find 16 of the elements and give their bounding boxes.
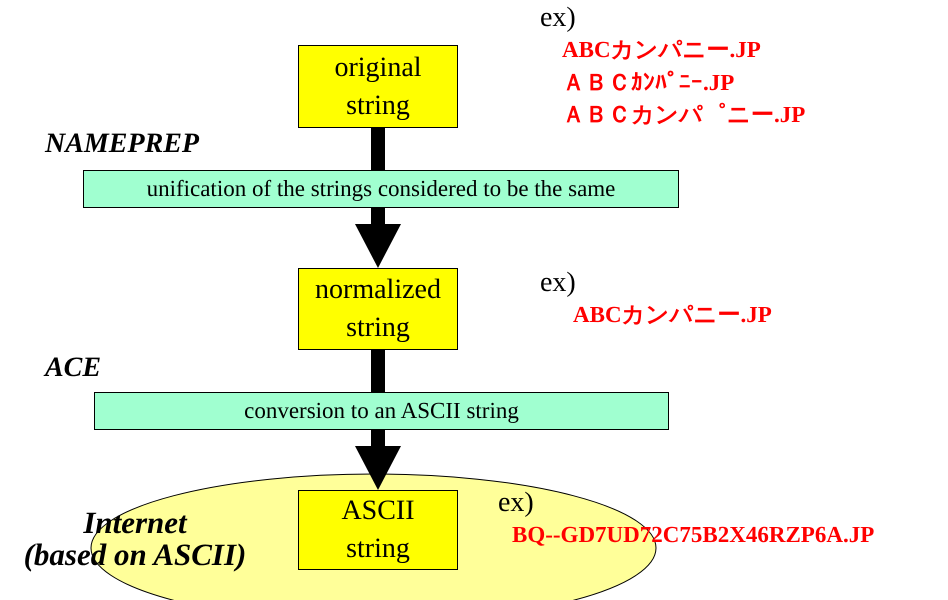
example-label: ex) [540,268,576,298]
step-band: unification of the strings considered to be the same [83,170,679,208]
arrow [355,430,401,490]
example-text: ABCカンパニー.JP [562,36,761,64]
step-heading: NAMEPREP [45,128,200,160]
process-box: ASCII string [298,490,458,570]
step-heading: ACE [45,352,102,384]
process-box: original string [298,45,458,128]
example-label: ex) [540,3,576,33]
example-text: ＡＢＣカンパ゜ニー.JP [562,101,806,129]
example-label: ex) [498,488,534,518]
step-band: conversion to an ASCII string [94,392,669,430]
process-box: normalized string [298,268,458,350]
arrow [355,208,401,268]
example-text: ABCカンパニー.JP [573,301,772,329]
example-text: ＡＢＣｶﾝﾊﾟﾆｰ.JP [562,69,734,97]
